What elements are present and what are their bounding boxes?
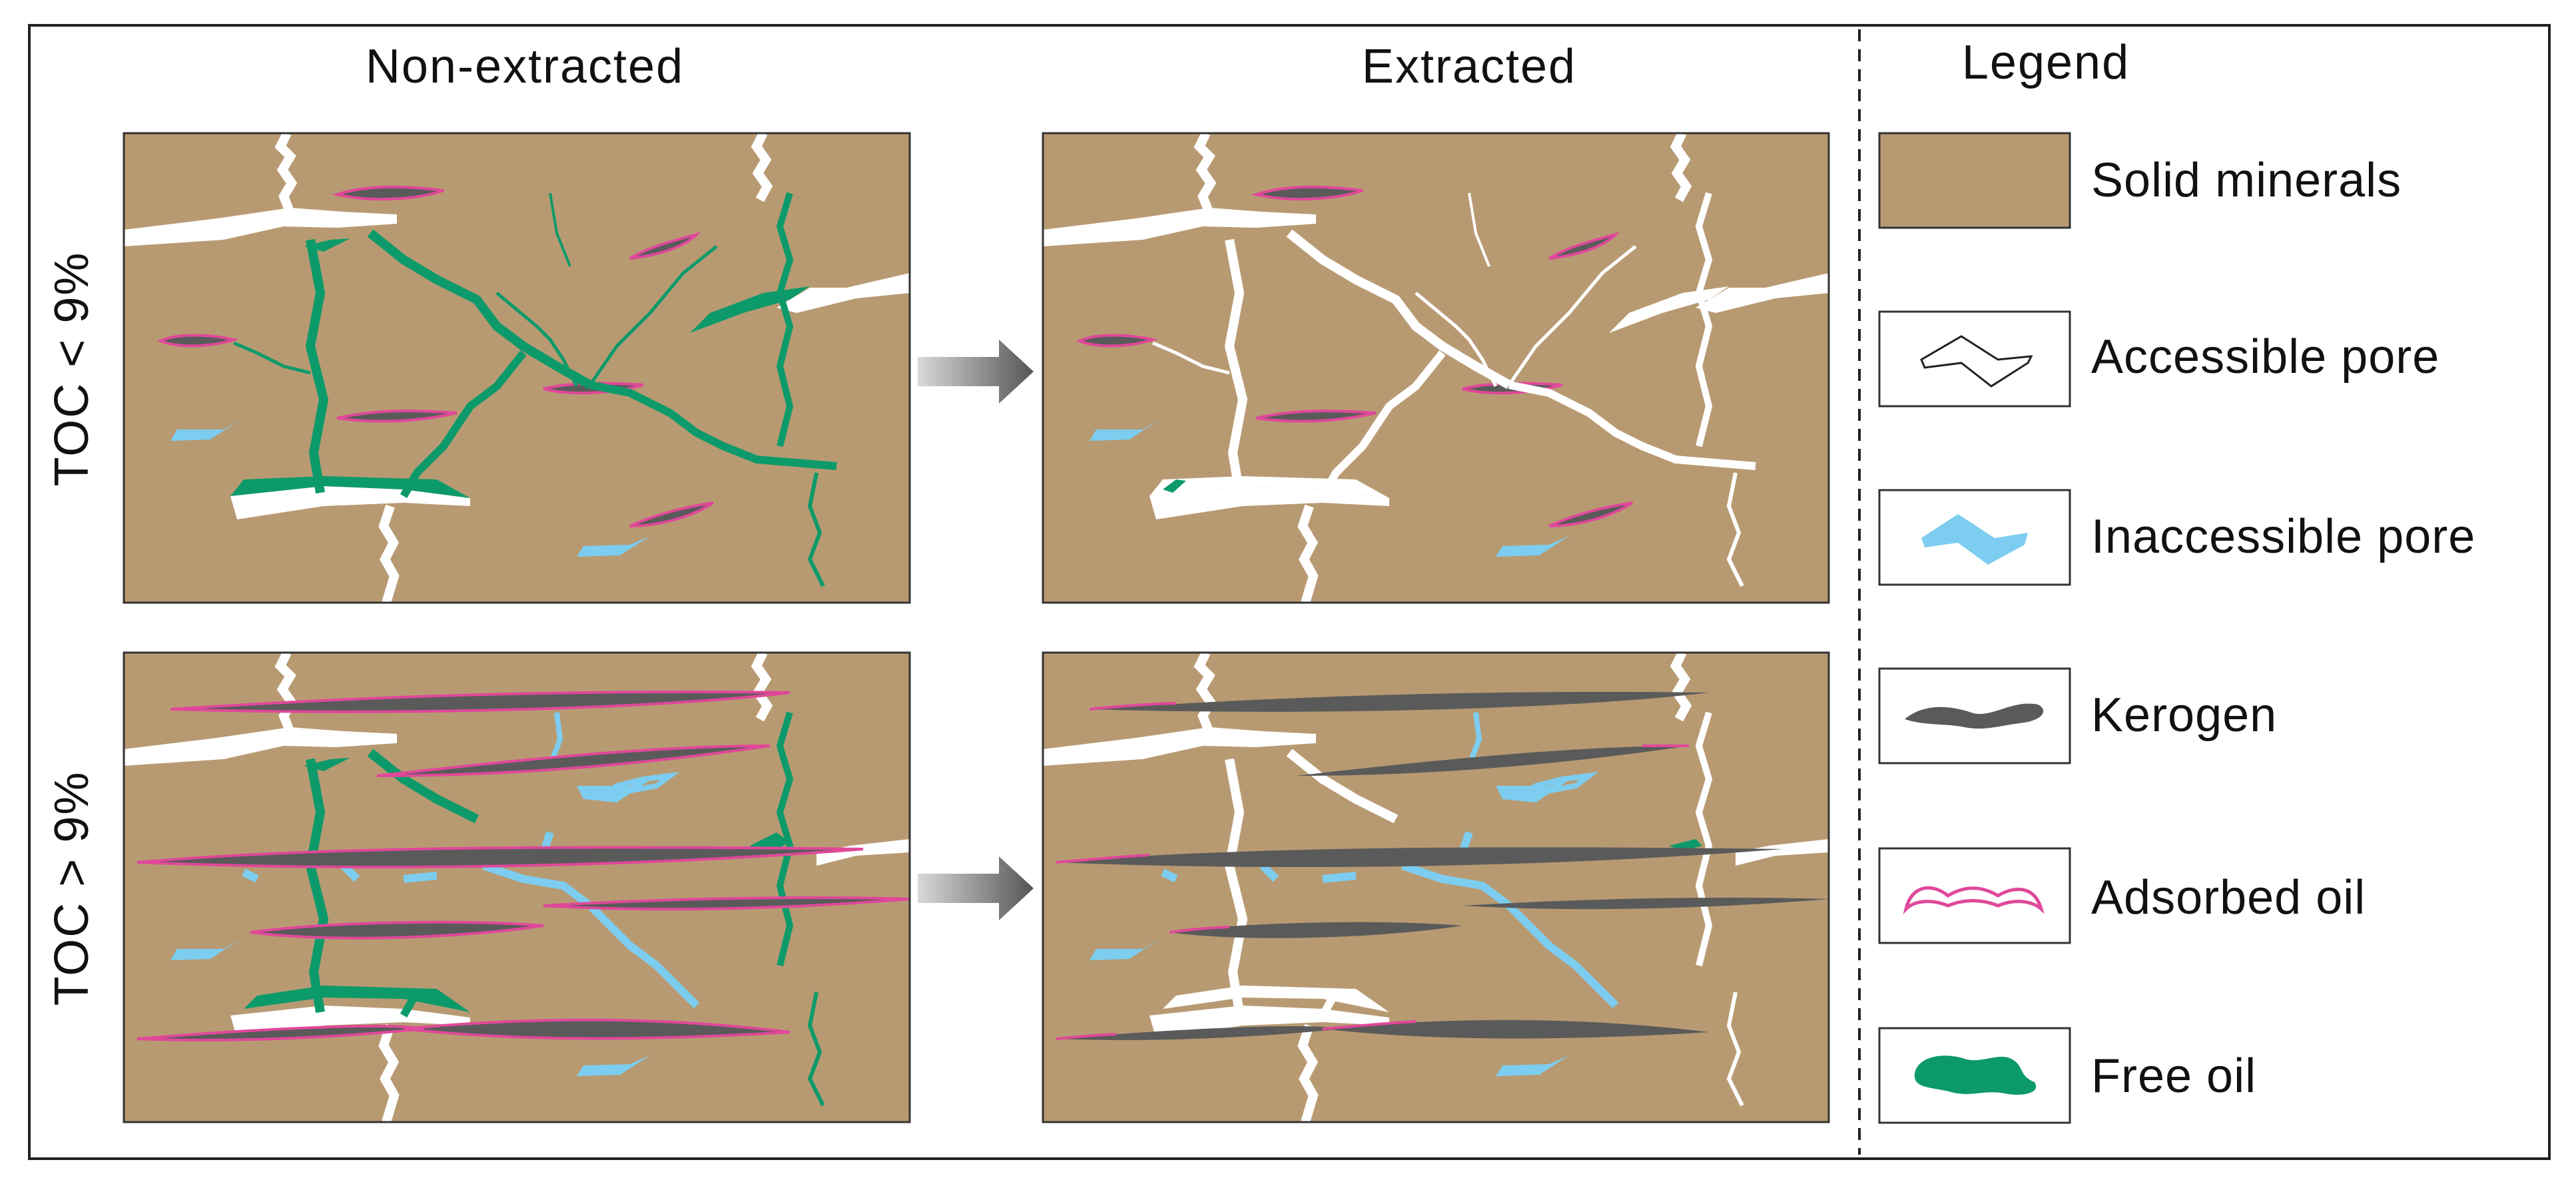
free-oil-patch xyxy=(304,238,350,252)
row-title-high-toc: TOC > 9% xyxy=(45,771,99,1006)
adsorbed-oil-icon xyxy=(1903,886,2045,914)
solid-minerals-swatch xyxy=(1878,132,2071,229)
column-title-extracted: Extracted xyxy=(1362,40,1576,93)
free-oil-icon xyxy=(1914,1055,2037,1095)
legend-title: Legend xyxy=(1962,36,2130,89)
panel-high-toc-non-extracted xyxy=(124,653,910,1122)
free-oil-patch xyxy=(244,986,470,1012)
legend-label: Kerogen xyxy=(2091,689,2277,742)
free-oil-patch xyxy=(690,286,810,333)
panel-high-toc-extracted xyxy=(1043,653,1829,1122)
legend-item-free-oil: Free oil xyxy=(1878,1027,2256,1124)
legend-label: Free oil xyxy=(2091,1049,2256,1103)
row-title-low-toc: TOC < 9% xyxy=(45,252,99,487)
panel-low-toc-non-extracted xyxy=(124,133,910,603)
legend-item-accessible-pore: Accessible pore xyxy=(1878,310,2439,408)
legend-item-solid-minerals: Solid minerals xyxy=(1878,132,2402,229)
free-oil-patch xyxy=(304,758,350,771)
arrow-right-icon xyxy=(918,340,1034,404)
legend-item-kerogen: Kerogen xyxy=(1878,667,2277,764)
legend-item-adsorbed-oil: Adsorbed oil xyxy=(1878,847,2366,944)
legend-item-inaccessible-pore: Inaccessible pore xyxy=(1878,489,2475,586)
kerogen-icon xyxy=(1905,703,2044,729)
accessible-pore-icon xyxy=(1920,335,2033,388)
legend-label: Adsorbed oil xyxy=(2091,871,2366,924)
inaccessible-pore-icon xyxy=(1921,514,2028,565)
legend-label: Inaccessible pore xyxy=(2091,510,2475,563)
column-title-non-extracted: Non-extracted xyxy=(366,40,684,93)
arrow-right-icon xyxy=(918,856,1034,920)
legend-label: Solid minerals xyxy=(2091,154,2402,207)
free-oil-patch xyxy=(230,476,470,498)
panel-low-toc-extracted xyxy=(1043,133,1829,603)
legend-label: Accessible pore xyxy=(2091,330,2439,384)
residual-free-oil xyxy=(1163,479,1186,493)
